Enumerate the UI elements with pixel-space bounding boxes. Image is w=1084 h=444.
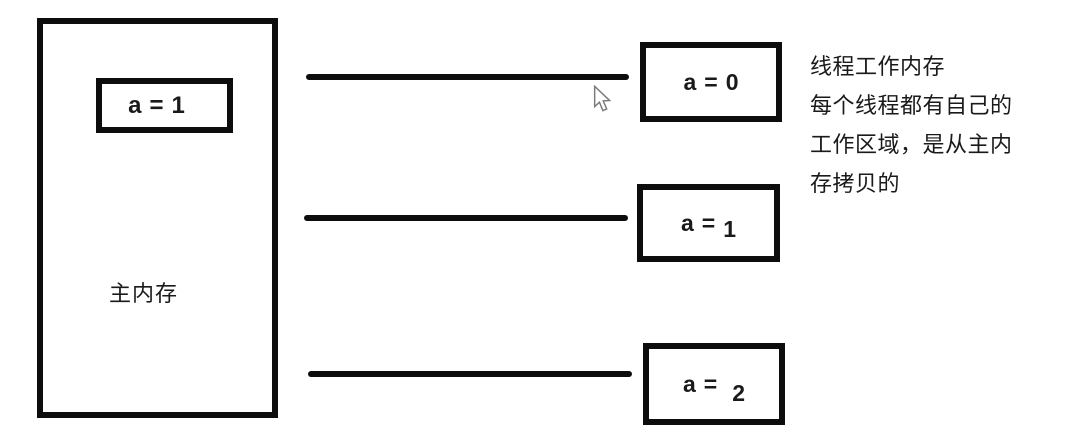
connector-line-thread-1 — [304, 215, 628, 221]
annotation-line: 线程工作内存 — [810, 54, 946, 79]
variable-name: a — [128, 91, 142, 119]
equals-sign: = — [149, 91, 164, 119]
thread-memory-box-1: a = 1 — [637, 184, 780, 262]
mouse-cursor-icon — [593, 84, 612, 113]
annotation-line: 每个线程都有自己的 — [810, 93, 1013, 118]
variable-value: 0 — [725, 68, 739, 95]
variable-value: 1 — [723, 215, 737, 242]
variable-name: a — [680, 209, 694, 236]
connector-line-thread-0 — [306, 74, 629, 80]
connector-line-thread-2 — [308, 371, 632, 377]
annotation-line: 工作区域，是从主内 — [810, 132, 1013, 157]
equals-sign: = — [703, 370, 718, 397]
variable-value: 2 — [732, 379, 746, 406]
main-memory-variable-text: a = 1 — [128, 91, 185, 119]
thread-variable-text: a = 2 — [682, 370, 745, 404]
thread-variable-text: a = 1 — [680, 209, 736, 240]
variable-value: 1 — [171, 91, 185, 119]
main-memory-label: 主内存 — [109, 281, 179, 306]
thread-variable-text: a = 0 — [683, 68, 739, 95]
thread-memory-box-2: a = 2 — [643, 343, 785, 425]
thread-memory-box-0: a = 0 — [640, 42, 782, 122]
equals-sign: = — [704, 68, 718, 95]
annotation-text-block: 线程工作内存 每个线程都有自己的 工作区域，是从主内 存拷贝的 — [810, 47, 1070, 203]
variable-name: a — [682, 370, 696, 397]
main-memory-box: a = 1 主内存 — [37, 18, 278, 418]
equals-sign: = — [701, 209, 716, 236]
annotation-line: 存拷贝的 — [810, 171, 901, 196]
main-memory-variable-box: a = 1 — [96, 78, 233, 133]
variable-name: a — [683, 68, 697, 95]
